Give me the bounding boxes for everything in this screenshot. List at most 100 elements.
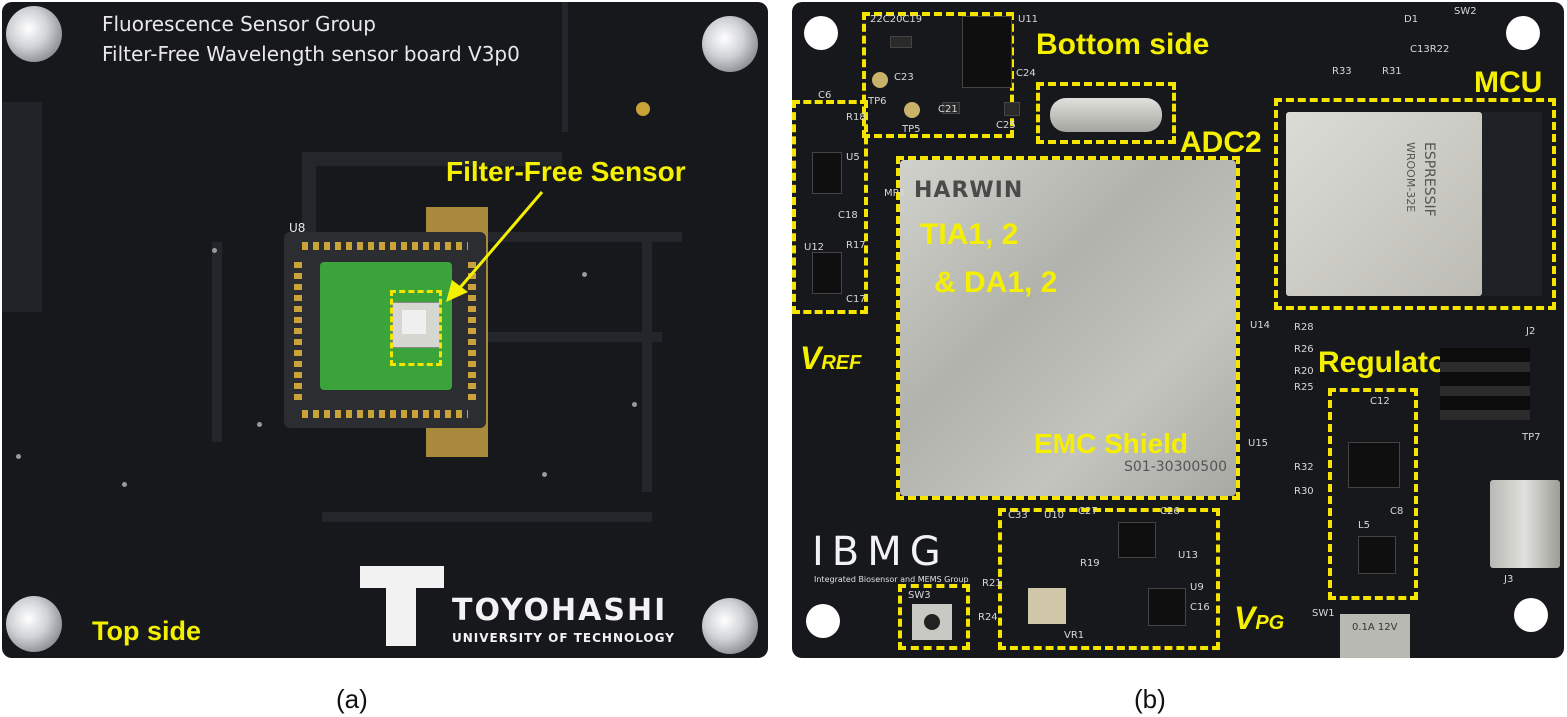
vref-highlight-box bbox=[792, 100, 868, 314]
ref-c8: C8 bbox=[1390, 506, 1404, 517]
board-title-line-2: Filter-Free Wavelength sensor board V3p0 bbox=[102, 42, 520, 66]
emc-shield-can: HARWIN S01-30300500 bbox=[900, 160, 1236, 496]
mount-hole-bottom-right bbox=[1514, 598, 1548, 632]
ref-r28: R28 bbox=[1294, 322, 1314, 333]
sensor-highlight-box bbox=[390, 290, 442, 366]
ref-u12: U12 bbox=[804, 242, 825, 253]
vref-label-sub: REF bbox=[821, 352, 862, 374]
ref-c21: C21 bbox=[938, 104, 958, 115]
ref-u5: U5 bbox=[846, 152, 860, 163]
ref-tp5: TP5 bbox=[902, 124, 921, 135]
usb-connector-j3 bbox=[1490, 480, 1560, 568]
adc2-highlight-box bbox=[1036, 82, 1176, 144]
ref-sw2: SW2 bbox=[1454, 6, 1477, 17]
trimmer-vr1 bbox=[1028, 588, 1066, 624]
ref-c25: C25 bbox=[996, 120, 1016, 131]
ref-r30: R30 bbox=[1294, 486, 1314, 497]
regulator-highlight-box bbox=[1328, 388, 1418, 600]
push-button-sw3 bbox=[912, 604, 952, 640]
ref-c16: C16 bbox=[1190, 602, 1210, 613]
ref-r32: R32 bbox=[1294, 462, 1314, 473]
toyohashi-logo-stem bbox=[386, 588, 416, 646]
vref-label: VREF bbox=[800, 342, 861, 374]
top-side-board-photo: Fluorescence Sensor Group Filter-Free Wa… bbox=[2, 2, 768, 658]
vpg-label-sub: PG bbox=[1255, 612, 1285, 634]
ref-c24: C24 bbox=[1016, 68, 1036, 79]
bottom-side-highlight-box bbox=[862, 12, 1014, 138]
ref-sw1: SW1 bbox=[1312, 608, 1335, 619]
vpg-label-main: V bbox=[1234, 600, 1256, 636]
ref-tp7: TP7 bbox=[1522, 432, 1541, 443]
ref-r26: R26 bbox=[1294, 344, 1314, 355]
callout-arrow bbox=[446, 191, 544, 302]
ibmg-logo: IBMG bbox=[812, 529, 949, 575]
pin-header-j2 bbox=[1440, 348, 1530, 420]
mount-hole-bottom-left bbox=[806, 604, 840, 638]
ref-u15: U15 bbox=[1248, 438, 1269, 449]
vpg-label: VPG bbox=[1234, 602, 1284, 634]
crystal-oscillator bbox=[1050, 98, 1162, 132]
tia-label-line-1: TIA1, 2 bbox=[920, 218, 1019, 251]
toyohashi-logo-mark bbox=[360, 566, 444, 588]
ref-vr1: VR1 bbox=[1064, 630, 1085, 641]
test-point-tp6 bbox=[872, 72, 888, 88]
ref-r20: R20 bbox=[1294, 366, 1314, 377]
standoff-bottom-right bbox=[702, 598, 758, 654]
mcu-highlight-box bbox=[1274, 98, 1556, 310]
ref-c19: 22C20C19 bbox=[870, 14, 923, 25]
ref-j2: J2 bbox=[1526, 326, 1536, 337]
ref-c27: C27 bbox=[1078, 506, 1098, 517]
ref-tp6: TP6 bbox=[868, 96, 887, 107]
power-switch-sw1 bbox=[1340, 614, 1410, 658]
ref-r31: R31 bbox=[1382, 66, 1402, 77]
ref-r25: R25 bbox=[1294, 382, 1314, 393]
ref-u14: U14 bbox=[1250, 320, 1271, 331]
ref-r24: R24 bbox=[978, 612, 998, 623]
ref-c26: C26 bbox=[1160, 506, 1180, 517]
ref-u10: U10 bbox=[1044, 510, 1065, 521]
regulator-label: Regulator bbox=[1318, 346, 1459, 379]
ref-l5: L5 bbox=[1358, 520, 1370, 531]
adc2-label: ADC2 bbox=[1180, 126, 1262, 159]
ref-mp4: MP4 bbox=[884, 188, 906, 199]
standoff-bottom-left bbox=[6, 596, 62, 652]
sw3-highlight-box bbox=[898, 584, 970, 650]
filter-free-sensor-callout: Filter-Free Sensor bbox=[446, 156, 686, 187]
caption-a: (a) bbox=[336, 684, 368, 714]
ref-c17: C17 bbox=[846, 294, 866, 305]
ref-u11: U11 bbox=[1018, 14, 1039, 25]
ref-c33: C33 bbox=[1008, 510, 1028, 521]
mount-hole-top-left bbox=[804, 16, 838, 50]
mcu-label: MCU bbox=[1474, 66, 1543, 99]
top-side-label: Top side bbox=[92, 616, 202, 646]
shield-part-number: S01-30300500 bbox=[1124, 459, 1228, 475]
ref-c6: C6 bbox=[818, 90, 832, 101]
board-title-line-1: Fluorescence Sensor Group bbox=[102, 12, 376, 36]
bottom-side-label: Bottom side bbox=[1036, 28, 1210, 61]
ref-c23: C23 bbox=[894, 72, 914, 83]
mcu-antenna bbox=[1482, 112, 1542, 296]
mount-hole-top-right bbox=[1506, 16, 1540, 50]
bottom-side-board-photo: HARWIN S01-30300500 TIA1, 2 & DA1, 2 EMC… bbox=[792, 2, 1564, 658]
standoff-top-right bbox=[702, 16, 758, 72]
emc-shield-label: EMC Shield bbox=[1034, 428, 1189, 459]
chip-socket bbox=[284, 232, 486, 428]
ref-c12: C12 bbox=[1370, 396, 1390, 407]
vpg-highlight-box bbox=[998, 508, 1220, 650]
ref-r33: R33 bbox=[1332, 66, 1352, 77]
vref-label-main: V bbox=[800, 340, 822, 376]
ref-u13: U13 bbox=[1178, 550, 1199, 561]
test-point-tp5 bbox=[904, 102, 920, 118]
ref-r17: R17 bbox=[846, 240, 866, 251]
toyohashi-logo-sub: UNIVERSITY OF TECHNOLOGY bbox=[452, 631, 675, 645]
ref-u9: U9 bbox=[1190, 582, 1204, 593]
ref-r19: R19 bbox=[1080, 558, 1100, 569]
ref-r21: R21 bbox=[982, 578, 1002, 589]
ibmg-logo-sub: Integrated Biosensor and MEMS Group bbox=[814, 575, 969, 584]
ref-r18: R18 bbox=[846, 112, 866, 123]
standoff-top-left bbox=[6, 6, 62, 62]
tia-label-line-2: & DA1, 2 bbox=[934, 266, 1058, 299]
mcu-module: ESPRESSIF WROOM-32E bbox=[1286, 112, 1482, 296]
ref-sw1-rating: 0.1A 12V bbox=[1352, 622, 1398, 633]
sensor-carrier-pcb bbox=[320, 262, 452, 390]
